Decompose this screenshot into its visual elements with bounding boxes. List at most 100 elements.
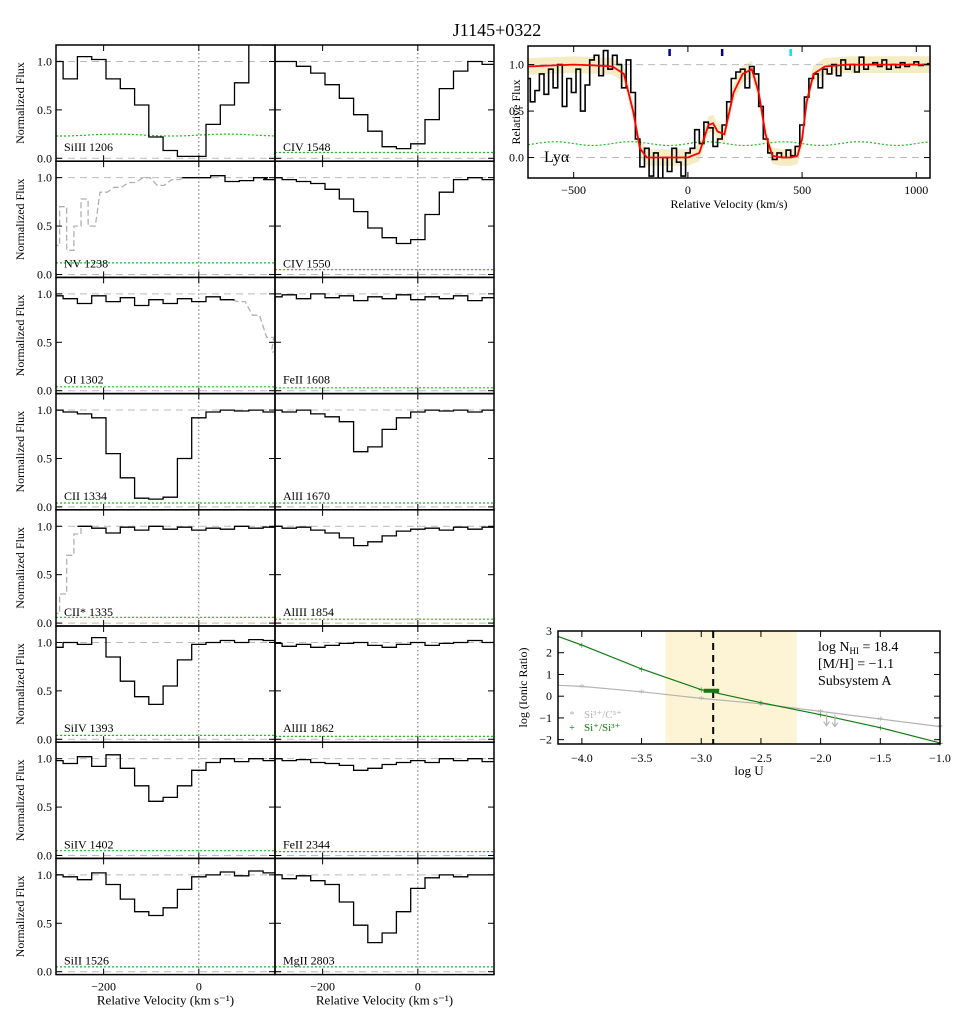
- x-tick-label: 0: [196, 980, 202, 994]
- y-tick-label: −1: [539, 711, 552, 725]
- x-tick-label: 1000: [904, 183, 928, 197]
- x-tick-label: 500: [793, 183, 811, 197]
- flux-spectrum: [275, 874, 494, 944]
- flux-spectrum: [275, 525, 494, 547]
- y-tick-label: 0.5: [37, 219, 52, 233]
- y-tick-label: 0.0: [509, 151, 524, 165]
- model-fit: [528, 63, 930, 159]
- panel-frame: [274, 857, 495, 976]
- panel-label: CII* 1335: [64, 605, 113, 619]
- y-tick-label: 0.5: [37, 451, 52, 465]
- x-tick-label: −3.5: [631, 751, 653, 765]
- y-axis-label: log (Ionic Ratio): [516, 648, 530, 728]
- panel-label: SiII 1526: [64, 954, 109, 968]
- panel-alii-1670: AlII 1670: [274, 392, 495, 511]
- y-tick-label: 0.0: [37, 151, 52, 165]
- y-axis-label: Normalized Flux: [13, 643, 27, 725]
- flux-spectrum: [56, 636, 275, 706]
- blended-flux: [223, 299, 275, 353]
- series-marker: *: [758, 698, 764, 712]
- y-axis-label: Normalized Flux: [13, 876, 27, 958]
- annotation-logN: log N: [818, 640, 850, 655]
- y-axis-label: Normalized Flux: [13, 527, 27, 609]
- panel-frame: [527, 45, 931, 179]
- y-tick-label: 0.5: [37, 103, 52, 117]
- y-tick-label: 0.0: [37, 384, 52, 398]
- flux-spectrum: [56, 295, 235, 307]
- series-marker: +: [579, 640, 585, 652]
- panel-label: MgII 2803: [283, 954, 335, 968]
- x-tick-label: 0: [415, 980, 421, 994]
- series-marker: +: [758, 698, 764, 710]
- noise-spectrum: [527, 141, 929, 147]
- flux-spectrum: [56, 45, 275, 158]
- y-tick-label: 1.0: [37, 171, 52, 185]
- x-tick-label: −200: [310, 980, 335, 994]
- upper-limit-arrow: [831, 714, 839, 728]
- y-tick-label: 1: [546, 667, 552, 681]
- y-tick-label: 0.5: [37, 684, 52, 698]
- annotation-HI-subscript: HI: [850, 646, 860, 656]
- y-tick-label: 3: [546, 624, 552, 638]
- y-tick-label: 1.0: [37, 287, 52, 301]
- panel-frame: [557, 630, 941, 745]
- y-tick-label: 1.0: [37, 752, 52, 766]
- flux-spectrum: [56, 754, 275, 802]
- panel-aliii-1862: AlIII 1862: [274, 625, 495, 743]
- series-marker: *: [877, 713, 883, 727]
- figure-title: J1145+0322: [453, 20, 542, 40]
- panel-civ-1548: CIV 1548: [274, 44, 495, 162]
- panel-civ-1550: CIV 1550: [274, 160, 495, 279]
- flux-spectrum: [56, 409, 275, 500]
- flux-spectrum: [275, 60, 494, 150]
- y-axis-label: Normalized Flux: [13, 178, 27, 260]
- legend-label: Si³⁺/C³⁺: [584, 709, 622, 721]
- x-tick-label: −4.0: [571, 751, 593, 765]
- y-axis-label: Normalized Flux: [13, 295, 27, 377]
- y-tick-label: 1.0: [37, 519, 52, 533]
- flux-spectrum: [56, 870, 275, 917]
- annotation-logN-value: = 18.4: [859, 640, 898, 655]
- y-tick-label: 0.5: [37, 916, 52, 930]
- series-marker: +: [818, 710, 824, 722]
- allowed-range-band: [665, 631, 797, 744]
- y-tick-label: 0.5: [37, 800, 52, 814]
- x-axis-label: Relative Velocity (km s⁻¹): [316, 993, 453, 1008]
- panel-label: FeII 1608: [283, 373, 330, 387]
- flux-spectrum: [275, 758, 494, 771]
- y-axis-label: Normalized Flux: [13, 759, 27, 841]
- panel-label: CII 1334: [64, 489, 107, 503]
- series-marker: *: [579, 680, 585, 694]
- y-tick-label: 0.5: [37, 335, 52, 349]
- series-line: [557, 635, 941, 744]
- y-tick-label: 0.0: [37, 616, 52, 630]
- series-line: [557, 684, 941, 728]
- x-tick-label: −3.0: [690, 751, 712, 765]
- noise-spectrum: [56, 133, 275, 137]
- y-tick-label: 0.0: [37, 500, 52, 514]
- x-axis-label: log U: [734, 763, 764, 778]
- y-tick-label: 1.0: [37, 54, 52, 68]
- y-tick-label: 0.0: [37, 267, 52, 281]
- series-marker: *: [818, 705, 824, 719]
- panel-label: NV 1238: [64, 256, 108, 270]
- legend-marker: *: [569, 709, 575, 721]
- flux-spectrum: [275, 293, 494, 302]
- y-tick-label: 0.0: [37, 848, 52, 862]
- x-tick-label: −2.5: [750, 751, 772, 765]
- annotation-subsystem: Subsystem A: [818, 674, 892, 689]
- panel-label: AlIII 1854: [283, 605, 334, 619]
- panel-label: SiIV 1393: [64, 721, 113, 735]
- x-tick-label: −500: [561, 183, 586, 197]
- x-tick-label: −1.5: [869, 751, 891, 765]
- y-tick-label: 1.0: [509, 58, 524, 72]
- flux-spectrum: [275, 409, 494, 453]
